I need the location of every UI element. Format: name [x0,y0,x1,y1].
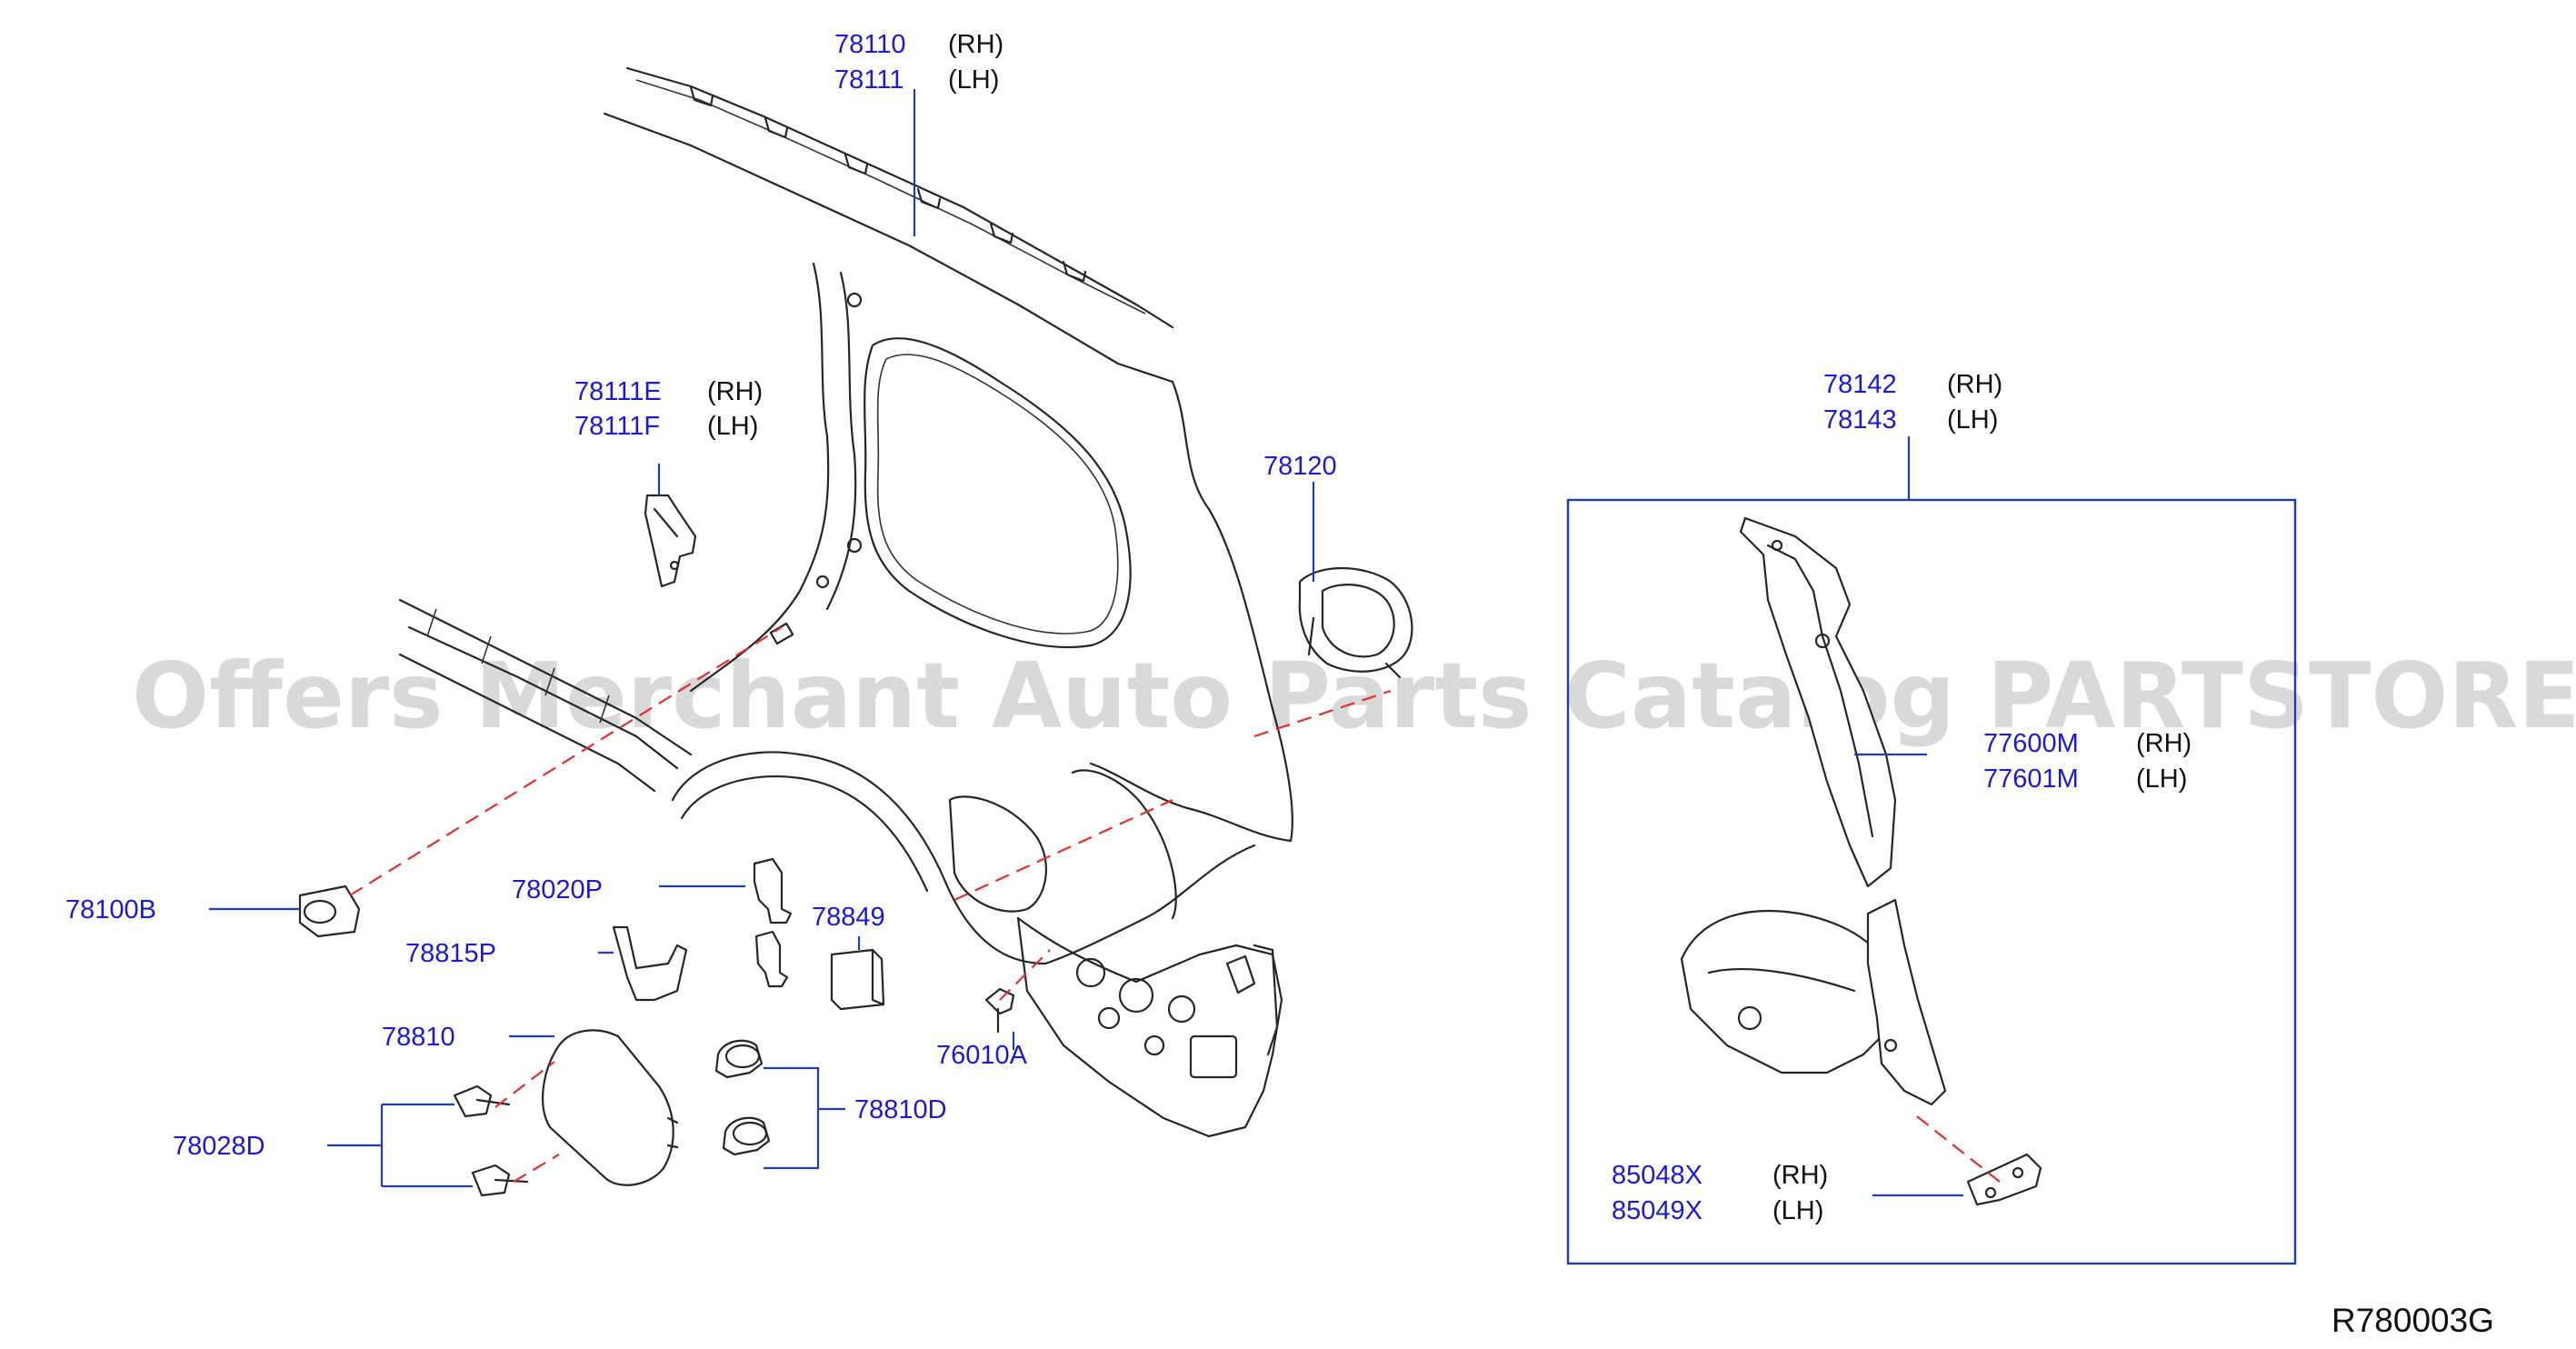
part-number-85048x: 85048X [1612,1161,1702,1190]
part-number-78111e: 78111E [574,377,662,406]
side-label-rh: (RH) [2136,729,2192,758]
inset-frame [1566,498,2297,1265]
bolts-78028d-drawing [453,1084,529,1197]
callout-78020p: 78020P [512,875,603,904]
part-number-78810: 78810 [382,1023,455,1052]
callout-78810: 78810 [382,1023,455,1052]
callout-77600m: 77600M (RH) [1983,729,2192,758]
callout-78142: 78142 (RH) [1823,370,2002,399]
grommet-78100b-drawing [298,884,361,938]
bracket-78815p-drawing [612,925,688,1002]
part-number-77601m: 77601M [1983,764,2079,794]
pillar-reinforcement-77600m-drawing [1739,516,1897,888]
part-number-78100b: 78100B [65,895,156,924]
part-number-78020p: 78020P [512,875,603,904]
callout-76010a: 76010A [936,1041,1028,1070]
part-number-78120: 78120 [1263,452,1337,481]
callout-78849: 78849 [812,903,885,932]
callout-78111e: 78111E (RH) [574,377,763,406]
part-number-85049x: 85049X [1612,1196,1702,1225]
side-label-rh: (RH) [1772,1161,1828,1190]
inner-panel-drawing [1016,916,1283,1138]
part-number-78028d: 78028D [173,1132,265,1161]
part-number-78111: 78111 [834,65,904,95]
part-number-78142: 78142 [1823,370,1897,399]
callout-78111f: 78111F (LH) [574,412,758,441]
part-number-78111f: 78111F [574,412,660,441]
fuel-lid-78810-drawing [541,1029,679,1186]
side-label-rh: (RH) [1947,370,2002,399]
callout-78815p: 78815P [405,939,496,968]
screw-76010a-drawing [984,987,1015,1034]
pad-78849-drawing [830,948,885,1011]
rear-fender-panel-drawing [398,66,1293,965]
leader-lines [209,89,1963,1197]
fuel-filler-base-78120-drawing [1298,567,1413,679]
inner-wheelhouse-lower-drawing [1680,898,1947,1106]
callout-85049x: 85049X (LH) [1612,1196,1823,1225]
part-number-77600m: 77600M [1983,729,2079,758]
part-number-78110: 78110 [834,30,906,59]
side-label-rh: (RH) [707,377,763,406]
callout-85048x: 85048X (RH) [1612,1161,1828,1190]
side-label-lh: (LH) [1772,1196,1823,1225]
side-label-rh: (RH) [948,30,1003,59]
callout-78028d: 78028D [173,1132,265,1161]
part-number-78810d: 78810D [854,1095,947,1124]
part-number-78143: 78143 [1823,405,1897,435]
bracket-78111e-drawing [644,494,697,588]
part-number-78849: 78849 [812,903,885,932]
assembly-dashed-lines [349,626,2001,1183]
callout-78143: 78143 (LH) [1823,405,1998,435]
side-label-lh: (LH) [1947,405,1998,435]
bumpers-78810d-drawing [714,1039,771,1156]
callout-78120: 78120 [1263,452,1337,481]
side-label-lh: (LH) [707,412,758,441]
callout-78110: 78110 (RH) [834,30,1003,59]
diagram-reference-code: R780003G [2331,1302,2494,1339]
callout-77601m: 77601M (LH) [1983,764,2187,794]
bracket-85048x-drawing [1966,1153,2042,1206]
clip-78020p-drawing [753,857,793,988]
part-number-76010a: 76010A [936,1041,1028,1070]
part-number-78815p: 78815P [405,939,496,968]
side-label-lh: (LH) [948,65,999,95]
callout-78100b: 78100B [65,895,156,924]
side-label-lh: (LH) [2136,764,2187,794]
callout-78111: 78111 (LH) [834,65,999,95]
callout-78810d: 78810D [854,1095,947,1124]
